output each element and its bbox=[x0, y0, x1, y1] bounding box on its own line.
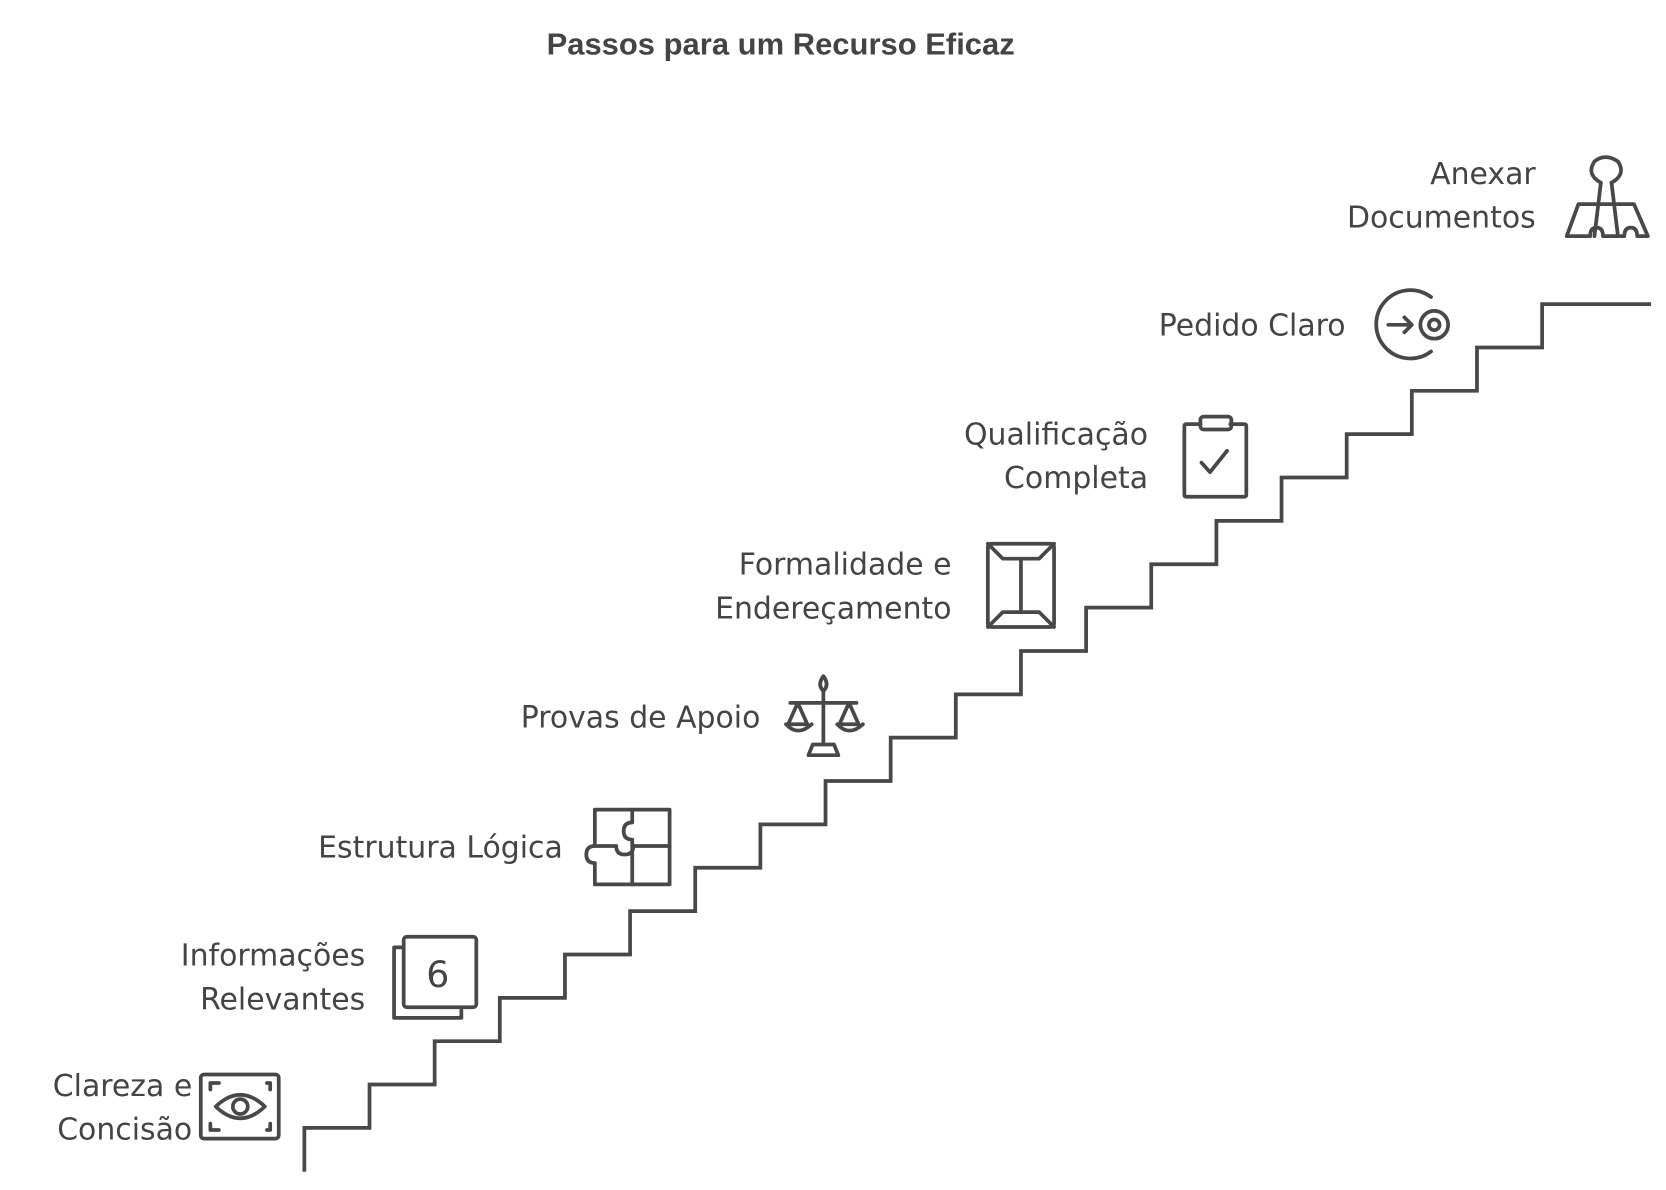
target-arrow-icon bbox=[1374, 288, 1451, 361]
step-label: Concisão bbox=[57, 1113, 192, 1148]
step-label: Estrutura Lógica bbox=[318, 831, 563, 866]
step-formalidade: Formalidade e Endereçamento bbox=[715, 541, 1056, 629]
step-label: Clareza e bbox=[53, 1069, 192, 1104]
step-pedido: Pedido Claro bbox=[1159, 288, 1451, 361]
step-label: Formalidade e bbox=[739, 548, 952, 583]
scales-icon bbox=[784, 674, 865, 758]
card-number: 6 bbox=[426, 953, 449, 996]
step-qualificacao: Qualificação Completa bbox=[964, 414, 1249, 499]
step-label: Relevantes bbox=[200, 982, 365, 1017]
step-anexar: Anexar Documentos bbox=[1347, 155, 1650, 239]
step-clareza: Clareza e Concisão bbox=[53, 1069, 281, 1148]
step-label: Qualificação bbox=[964, 417, 1148, 452]
step-label: Pedido Claro bbox=[1159, 308, 1346, 343]
clipboard-check-icon bbox=[1182, 414, 1249, 499]
step-informacoes: Informações Relevantes 6 bbox=[181, 934, 479, 1020]
step-label: Completa bbox=[1004, 461, 1148, 496]
step-label: Endereçamento bbox=[715, 591, 951, 626]
envelope-icon bbox=[985, 541, 1056, 629]
step-label: Provas de Apoio bbox=[521, 700, 761, 735]
step-label: Informações bbox=[181, 939, 365, 974]
step-label: Documentos bbox=[1347, 201, 1536, 236]
binder-clip-icon bbox=[1564, 155, 1650, 239]
step-label: Anexar bbox=[1430, 157, 1536, 192]
number-six-cards-icon bbox=[392, 934, 479, 1020]
staircase-line bbox=[302, 302, 1652, 1172]
diagram-title: Passos para um Recurso Eficaz bbox=[547, 27, 1015, 62]
step-provas: Provas de Apoio bbox=[521, 674, 865, 758]
puzzle-icon bbox=[584, 807, 672, 887]
step-estrutura: Estrutura Lógica bbox=[318, 807, 672, 887]
eye-focus-icon bbox=[198, 1072, 281, 1141]
